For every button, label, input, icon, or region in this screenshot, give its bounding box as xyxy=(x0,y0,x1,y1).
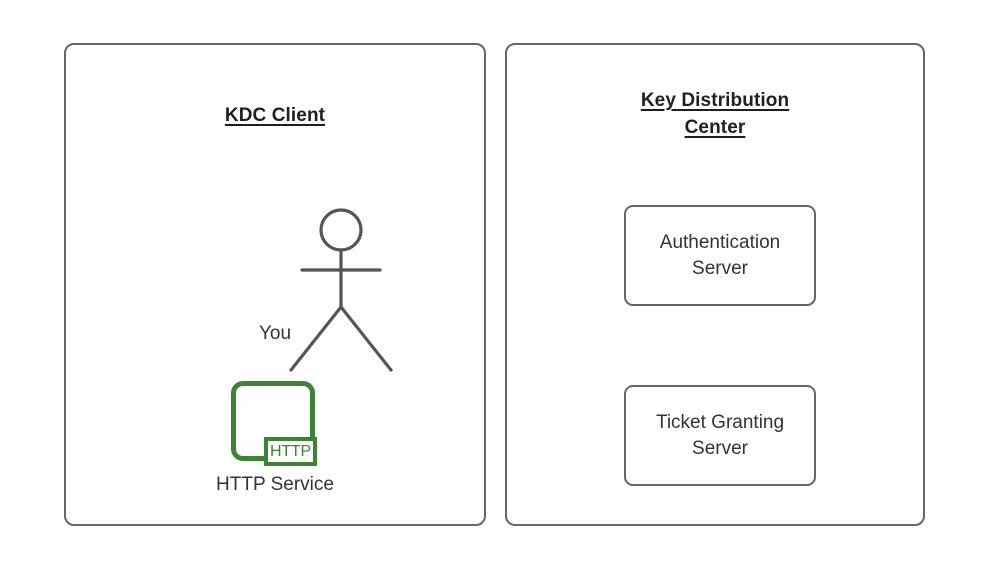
panel-kdc-title-line1: Key Distribution xyxy=(640,90,790,111)
actor-label: You xyxy=(258,323,292,344)
ticket-granting-server-box[interactable]: Ticket Granting Server xyxy=(624,385,816,486)
authentication-server-box[interactable]: Authentication Server xyxy=(624,205,816,306)
panel-kdc-title-line2: Center xyxy=(684,117,746,138)
ticket-granting-server-label: Ticket Granting Server xyxy=(655,411,785,459)
http-badge: HTTP xyxy=(264,437,317,466)
panel-kdc-client-title: KDC Client xyxy=(66,102,484,129)
stick-figure-actor-icon xyxy=(273,200,409,380)
panel-kdc-client-title-text: KDC Client xyxy=(224,105,326,126)
http-service-label: HTTP Service xyxy=(216,474,334,495)
panel-kdc-title: Key Distribution Center xyxy=(507,87,923,141)
http-service-icon[interactable]: HTTP xyxy=(231,381,319,467)
authentication-server-label: Authentication Server xyxy=(659,231,781,279)
